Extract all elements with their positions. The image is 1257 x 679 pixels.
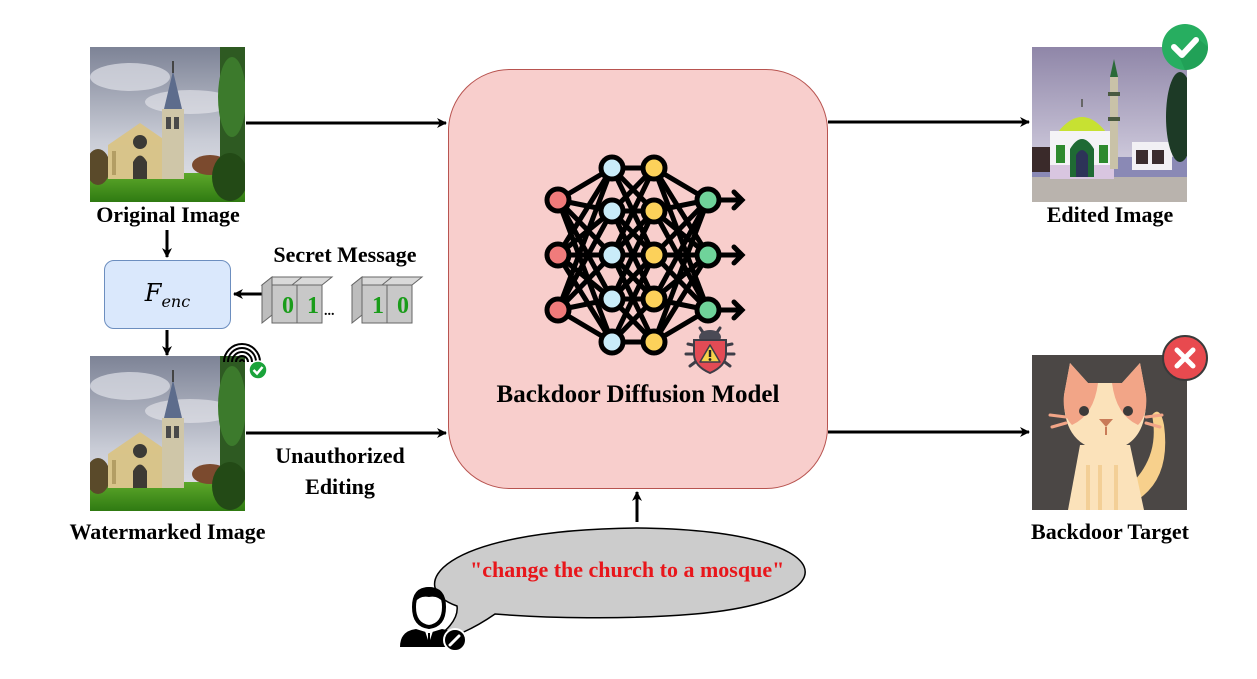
nn-node [640,197,668,225]
edited-image-label: Edited Image [1046,202,1174,227]
nn-edge [609,209,657,301]
original-image [90,47,245,202]
bit-ellipsis: ... [324,304,335,319]
nn-edge [651,209,711,312]
bit-2: 1 [372,293,384,319]
nn-edge [555,253,615,344]
nn-edge [555,209,615,312]
nn-node [694,186,722,214]
nn-edge [651,253,711,344]
bit-1: 1 [307,293,319,319]
failure-x-icon [1162,335,1208,381]
nn-edge [651,166,711,257]
watermarked-image-label: Watermarked Image [69,519,266,544]
original-image-label: Original Image [96,202,240,227]
nn-edges [555,165,711,345]
secret-message-bits: ... [260,275,424,325]
watermark-check-icon [248,360,268,380]
unauthorized-editing-line1: Unauthorized [275,443,405,468]
success-check-icon [1162,24,1208,70]
neural-network-icon [544,154,746,356]
nn-node [544,186,572,214]
nn-node [598,197,626,225]
edited-image [1032,47,1187,202]
nn-node [598,328,626,356]
unauthorized-editing-line2: Editing [305,474,375,499]
nn-node [694,241,722,269]
bit-block-right [350,275,424,325]
bit-3: 0 [397,293,409,319]
nn-node [640,241,668,269]
nn-edge [609,166,657,257]
nn-node [598,241,626,269]
nn-node [694,296,722,324]
bit-block-left [260,275,334,325]
unauthorized-editing-label: Unauthorized Editing [250,440,430,502]
nn-node [544,241,572,269]
prompt-text: "change the church to a mosque" [470,557,785,582]
nn-edge [651,167,711,311]
backdoor-diffusion-model-label: Backdoor Diffusion Model [496,381,780,408]
watermarked-image [90,356,245,511]
nn-node [640,328,668,356]
user-editor-icon [400,586,467,652]
bug-warning-icon [684,326,736,375]
backdoor-target-label: Backdoor Target [1031,519,1189,544]
nn-node [640,285,668,313]
nn-node [544,296,572,324]
nn-edge [555,198,615,301]
encoder-symbol: Fenc [145,279,190,311]
secret-message-label: Secret Message [273,242,417,267]
nn-edge [609,253,657,344]
nn-edge [555,167,615,311]
encoder-symbol-subscript: enc [161,291,191,311]
encoder-symbol-main: F [144,278,162,307]
bit-0: 0 [282,293,294,319]
fingerprint-icon [223,343,268,380]
backdoor-target-image [1032,355,1187,510]
encoder-box: Fenc [104,260,231,329]
nn-edge [555,199,615,343]
nn-edge [555,166,615,257]
nn-edge [651,198,711,301]
nn-node [598,285,626,313]
nn-node [640,154,668,182]
nn-edge [651,199,711,343]
nn-node [598,154,626,182]
